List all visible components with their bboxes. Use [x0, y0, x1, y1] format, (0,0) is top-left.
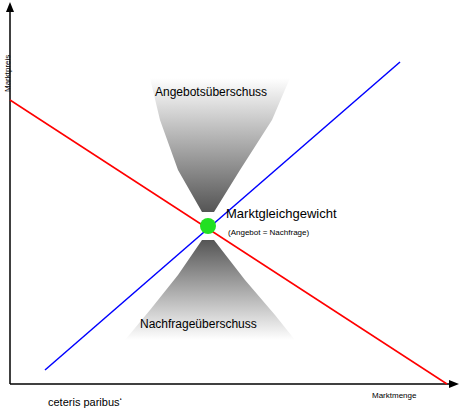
- x-axis: [10, 383, 452, 385]
- supply-curve: [45, 62, 400, 370]
- note: ceteris paribus‘: [48, 396, 122, 409]
- surplus-area: [150, 78, 290, 212]
- region-label: Nachfrageüberschuss: [140, 318, 257, 332]
- point-note: (Angebot = Nachfrage): [228, 228, 309, 237]
- axis-arrowhead: [449, 380, 459, 388]
- axis-label: Marktpreis: [3, 55, 12, 92]
- demand-curve: [10, 100, 447, 384]
- axis-label: Marktmenge: [372, 391, 416, 400]
- shortage-area: [125, 240, 295, 340]
- axis-arrowhead: [6, 2, 14, 12]
- point-label: Marktgleichgewicht: [226, 207, 337, 222]
- region-label: Angebotsüberschuss: [155, 86, 267, 100]
- equilibrium-point: [200, 218, 216, 234]
